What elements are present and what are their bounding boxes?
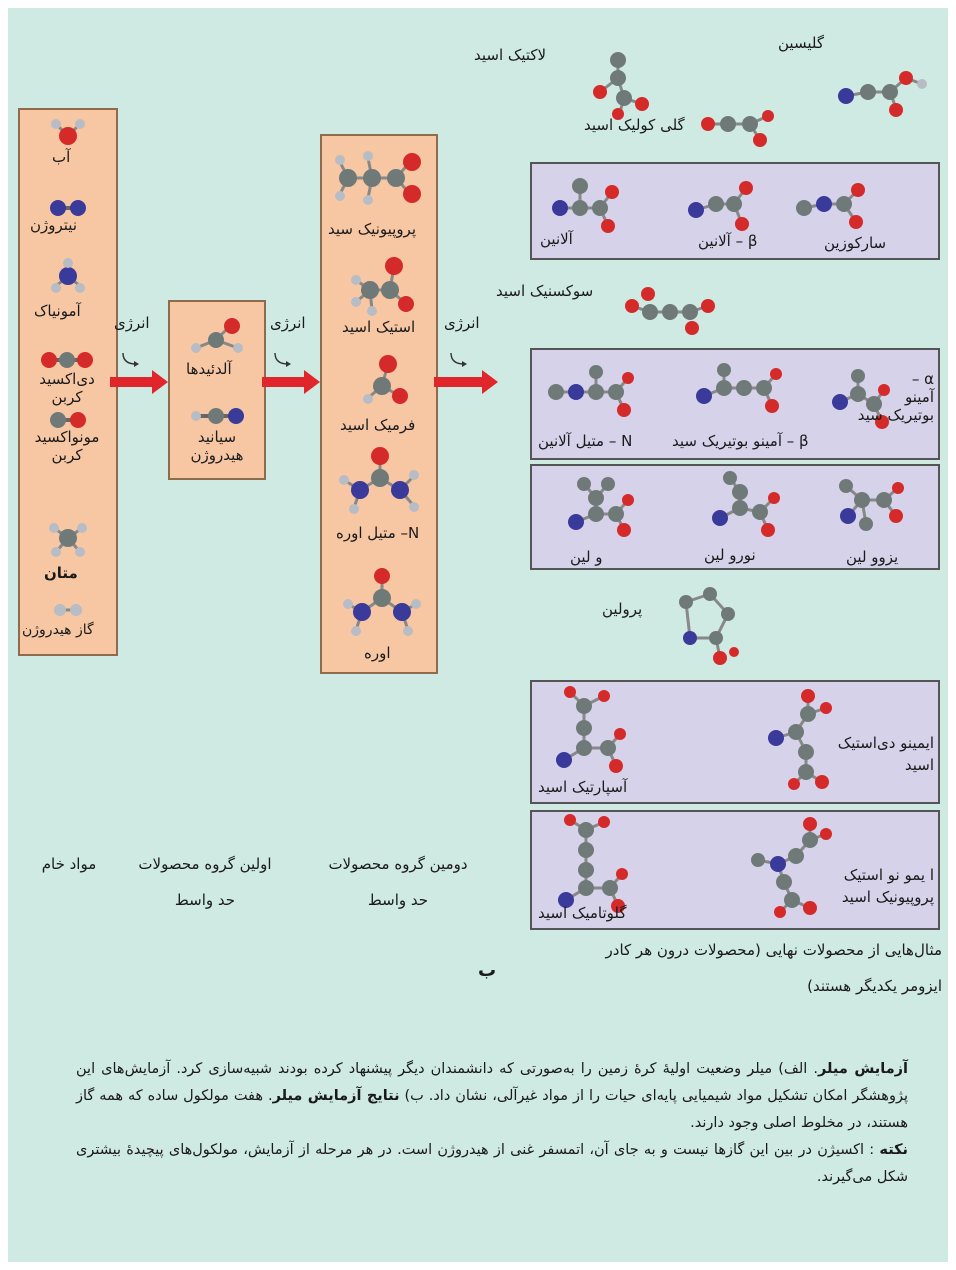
hydrogen-cyanide-molecule-icon [191,408,244,424]
norvaline-molecule-icon [712,471,780,537]
valine-molecule-icon [568,477,634,537]
lactic-acid-label: لاکتیک اسید [474,46,547,64]
figure-letter: ب [478,960,497,981]
glycine-label: گلیسین [778,34,824,52]
nitrogen-molecule-icon [50,200,86,216]
figure-description: آزمایش میلر. الف) میلر وضعیت اولیهٔ کرهٔ… [76,1056,908,1191]
methane-label: متان [44,564,78,582]
iminodiacetic-acid-molecule-icon [768,689,832,790]
aldehydes-label: آلدئیدها [186,360,232,378]
formic-acid-label: فرمیک اسید [340,416,416,434]
n-methylalanine-label: N – متیل آلانین [538,432,633,450]
n-methylalanine-molecule-icon [548,365,634,417]
carbon-dioxide-molecule-icon [41,352,93,368]
norvaline-label: نورو لین [704,546,756,564]
lactic-acid-molecule-icon [593,52,649,120]
alanine-label: آلانین [540,230,573,248]
iminodiacetic-acid-label: ایمینو دی‌استیک اسید [837,734,934,774]
description-paragraph-1: آزمایش میلر. الف) میلر وضعیت اولیهٔ کرهٔ… [76,1061,908,1131]
methane-molecule-icon [49,523,87,557]
urea-molecule-icon [343,568,421,636]
product-box-5 [530,810,940,930]
alpha-aminobutyric-acid-label: α – آمینو بوتیریک سید [857,370,934,424]
hydrogen-cyanide-label: سیانید هیدروژن [190,428,244,464]
raw-materials-column [18,108,118,656]
energy-arrow-2 [262,370,320,394]
energy-label-1: انرژی [114,314,150,332]
beta-aminobutyric-acid-label: β – آمینو بوتیریک سید [672,432,809,450]
n-methyl-urea-molecule-icon [339,447,419,514]
aspartic-acid-molecule-icon [556,686,626,773]
energy-label-3: انرژی [444,314,480,332]
energy-hook-icon [122,352,139,367]
sarcosine-label: سارکوزین [824,234,887,252]
energy-hook-icon [274,352,291,367]
proline-label: پرولین [602,600,643,618]
beta-alanine-molecule-icon [688,181,753,231]
hydrogen-molecule-icon [54,604,82,616]
glycine-molecule-icon [838,71,927,117]
acetic-acid-molecule-icon [351,257,414,316]
nitrogen-label: نیتروژن [30,216,78,234]
second-group-column [320,134,438,674]
final-products-caption: مثال‌هایی از محصولات نهایی (محصولات درون… [605,941,942,995]
n-methyl-urea-label: N– متیل اوره [336,524,420,542]
second-group-caption: دومین گروه محصولات حد واسط [328,855,468,909]
first-group-column [168,300,266,480]
energy-arrow-3 [434,370,498,394]
formic-acid-molecule-icon [363,355,408,404]
iminoacetic-propionic-acid-label: ا یمو نو استیک پروپیونیک اسید [841,866,934,906]
figure-panel: انرژی انرژی انرژی آب نیتروژن آمونیاک دی‌… [8,8,948,1262]
propionic-acid-label: پروپیونیک سید [328,220,417,238]
description-paragraph-2: نکته : اکسیژن در بین این گازها نیست و به… [76,1142,908,1185]
iminoacetic-propionic-acid-molecule-icon [751,817,832,918]
product-box-4 [530,680,940,804]
alanine-molecule-icon [552,178,619,233]
proline-molecule-icon [679,587,739,665]
energy-arrow-1 [110,370,168,394]
glycolic-acid-molecule-icon [701,110,774,147]
raw-materials-caption: مواد خام [41,855,97,873]
carbon-dioxide-label: دی‌اکسید کربن [39,370,95,406]
urea-label: اوره [364,644,391,662]
glutamic-acid-molecule-icon [558,814,628,913]
valine-label: و لین [570,548,603,566]
ammonia-molecule-icon [51,258,85,293]
energy-hook-icon [450,352,467,367]
first-group-caption: اولین گروه محصولات حد واسط [138,855,272,909]
succinic-acid-label: سوکسنیک اسید [496,282,594,300]
glutamic-acid-label: گلوتامیک اسید [538,904,627,922]
succinic-acid-molecule-icon [625,287,715,335]
glycolic-acid-label: گلی کولیک اسید [584,116,685,134]
carbon-monoxide-molecule-icon [50,412,86,428]
water-molecule-icon [51,119,85,145]
carbon-monoxide-label: مونواکسید کربن [34,428,100,464]
isovaline-label: یزوو لین [846,548,899,566]
beta-aminobutyric-acid-molecule-icon [696,363,782,413]
aldehyde-molecule-icon [191,318,243,353]
beta-alanine-label: β – آلانین [698,232,758,250]
ammonia-label: آمونیاک [34,302,81,320]
acetic-acid-label: استیک اسید [342,318,416,336]
isovaline-molecule-icon [839,479,904,531]
propionic-acid-molecule-icon [335,151,421,205]
sarcosine-molecule-icon [796,183,865,229]
aspartic-acid-label: آسپارتیک اسید [538,778,628,796]
alpha-aminobutyric-acid-molecule-icon [832,369,890,429]
water-label: آب [52,148,71,166]
energy-label-2: انرژی [270,314,306,332]
hydrogen-label: گاز هیدروژن [22,622,94,638]
